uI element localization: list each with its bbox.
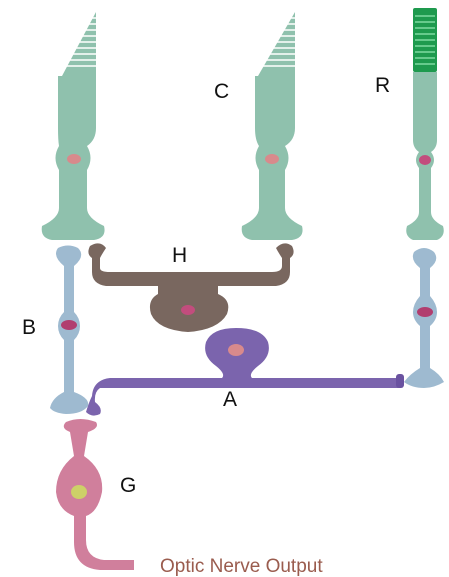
rod-label: R: [375, 74, 390, 97]
amacrine-body: [86, 328, 400, 416]
rod-cell: [406, 8, 444, 240]
horizontal-nucleus: [181, 305, 195, 315]
cone-lamellae-right: [258, 17, 297, 67]
rod-nucleus: [419, 155, 431, 165]
bipolar-nucleus-right: [417, 307, 433, 317]
horizontal-process: [88, 243, 294, 332]
bipolar-label: B: [22, 316, 36, 339]
cone-label: C: [214, 80, 229, 103]
optic-nerve-output-label: Optic Nerve Output: [160, 556, 323, 577]
cone-lamellae-left: [62, 17, 98, 67]
bipolar-body-right: [404, 248, 444, 388]
ganglion-cell: [56, 419, 134, 570]
cone-cell-right: [241, 12, 303, 240]
bipolar-cell-left: [50, 245, 89, 414]
amacrine-nucleus: [228, 344, 244, 356]
amacrine-cell: [86, 328, 404, 416]
ganglion-label: G: [120, 474, 136, 497]
horizontal-cell: [88, 243, 294, 332]
horizontal-label: H: [172, 244, 187, 267]
ganglion-nucleus: [71, 485, 87, 499]
cone-nucleus-left: [67, 154, 81, 164]
ganglion-body: [56, 419, 134, 570]
rod-discs: [415, 15, 435, 65]
bipolar-nucleus-left: [61, 320, 77, 330]
bipolar-cell-right: [404, 248, 444, 388]
amacrine-terminal: [396, 374, 404, 388]
amacrine-label: A: [223, 388, 237, 411]
cone-cell-left: [41, 12, 105, 240]
cone-nucleus-right: [265, 154, 279, 164]
